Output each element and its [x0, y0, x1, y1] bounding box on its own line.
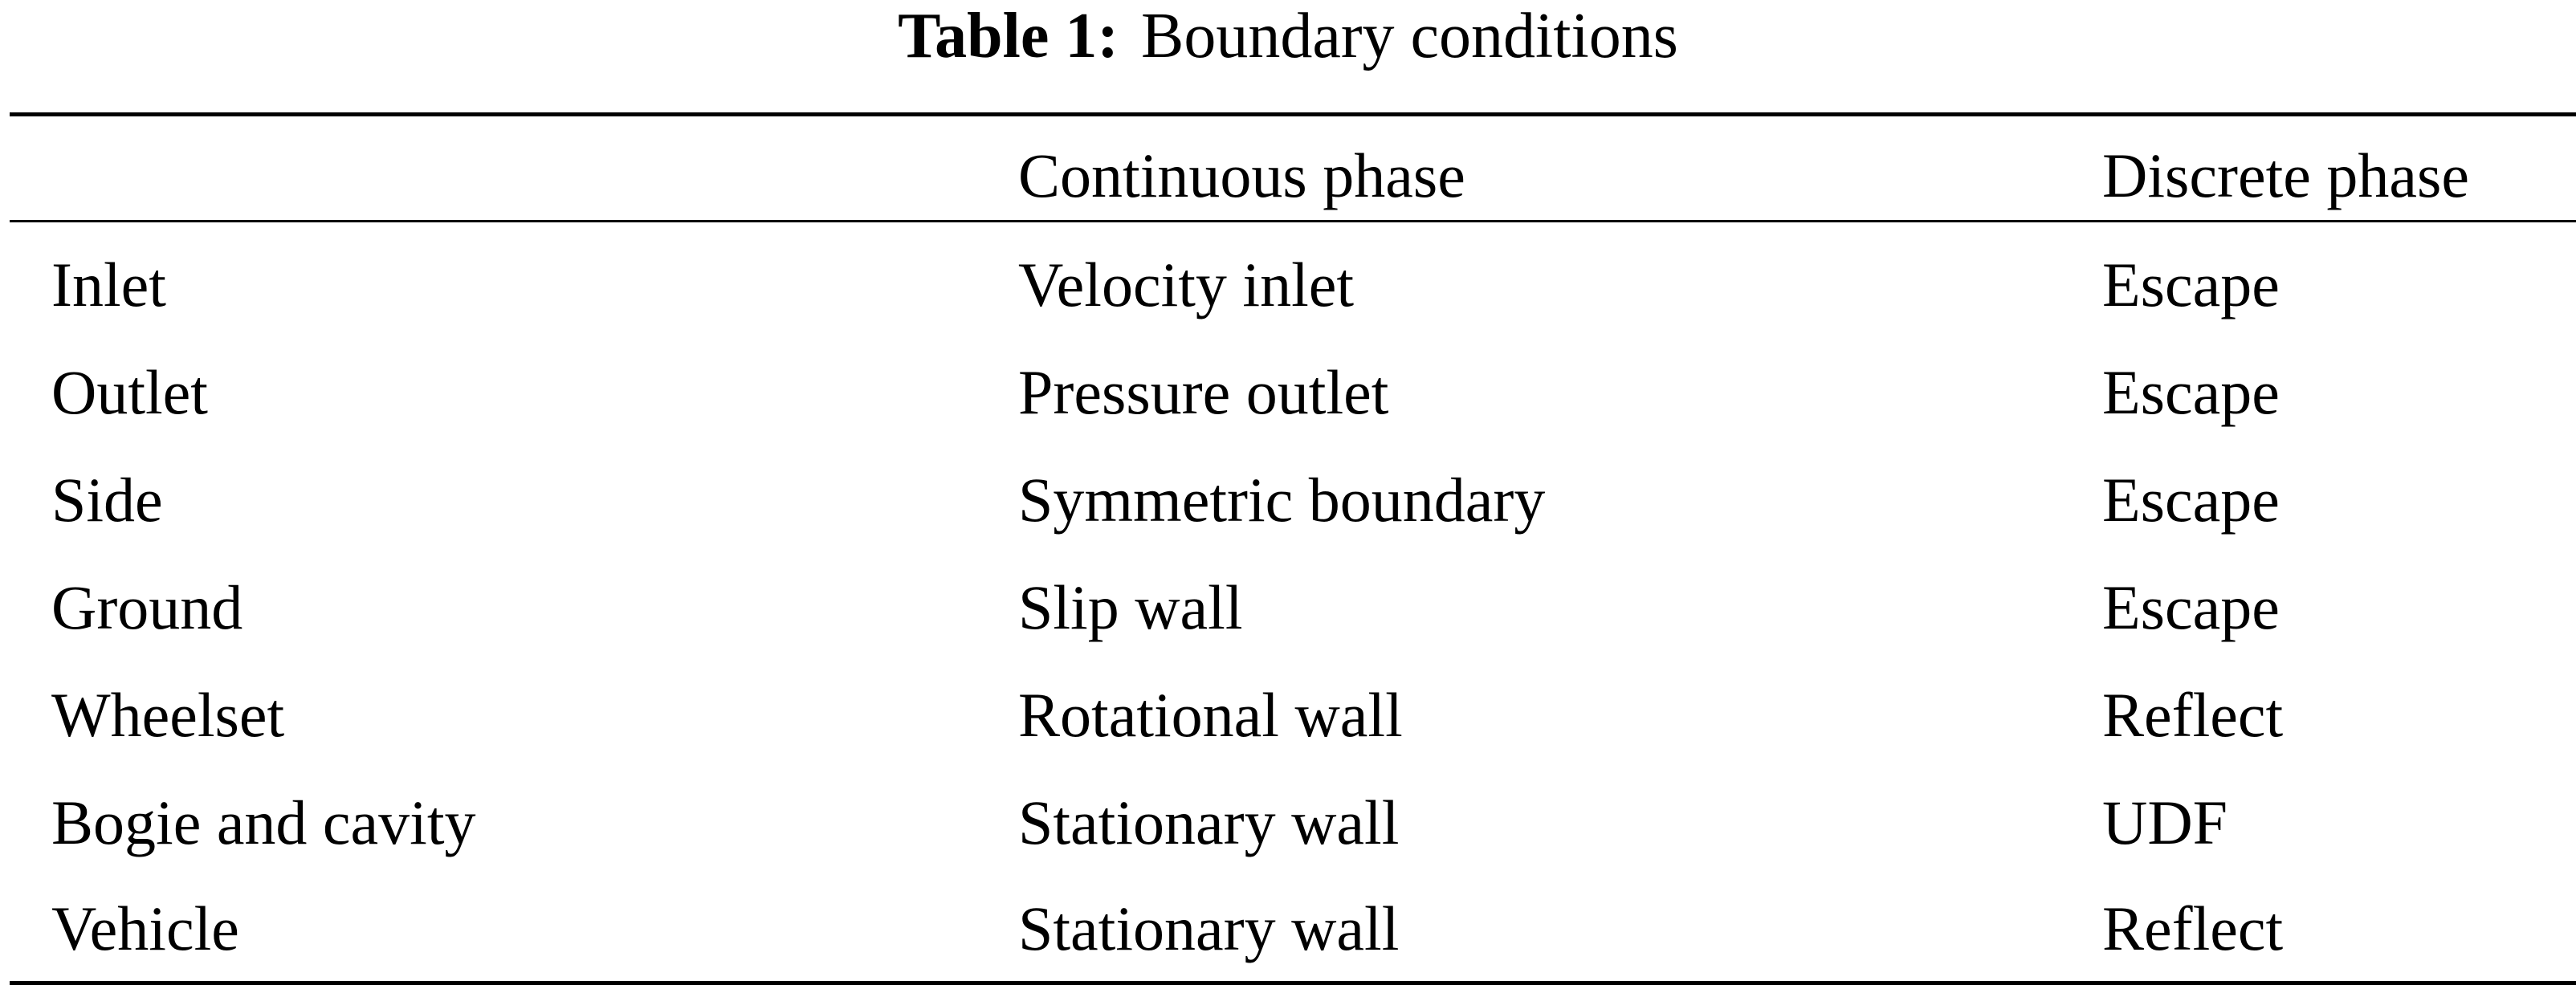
table-cell-discrete: Reflect [2102, 893, 2284, 963]
table-top-rule [10, 112, 2576, 116]
table-bottom-rule [10, 981, 2576, 985]
table-cell-discrete: UDF [2102, 788, 2228, 857]
table-cell-continuous: Velocity inlet [1018, 250, 1355, 319]
table-cell-continuous: Slip wall [1018, 572, 1243, 642]
table-cell-boundary: Bogie and cavity [51, 788, 476, 857]
table-cell-boundary: Vehicle [51, 893, 239, 963]
table-cell-discrete: Escape [2102, 465, 2280, 535]
table-caption-text: Boundary conditions [1141, 1, 1678, 71]
table-cell-discrete: Reflect [2102, 680, 2284, 750]
table-row: Ground Slip wall Escape [0, 556, 2576, 660]
table-caption-label: Table 1: [898, 1, 1119, 71]
table-row: Wheelset Rotational wall Reflect [0, 663, 2576, 767]
table-cell-continuous: Stationary wall [1018, 893, 1400, 963]
table-cell-continuous: Rotational wall [1018, 680, 1403, 750]
table-cell-boundary: Wheelset [51, 680, 285, 750]
table-cell-discrete: Escape [2102, 357, 2280, 427]
table-row: Side Symmetric boundary Escape [0, 448, 2576, 552]
table-header-row: Continuous phase Discrete phase [0, 124, 2576, 228]
table-row: Vehicle Stationary wall Reflect [0, 877, 2576, 981]
table-row: Inlet Velocity inlet Escape [0, 233, 2576, 337]
table-row: Bogie and cavity Stationary wall UDF [0, 771, 2576, 875]
table-cell-boundary: Outlet [51, 357, 208, 427]
table-cell-continuous: Stationary wall [1018, 788, 1400, 857]
table-cell-boundary: Inlet [51, 250, 166, 319]
table-cell-discrete: Escape [2102, 572, 2280, 642]
table-cell-discrete: Escape [2102, 250, 2280, 319]
header-cell-discrete-phase: Discrete phase [2102, 140, 2469, 210]
table-row: Outlet Pressure outlet Escape [0, 340, 2576, 445]
table-cell-boundary: Ground [51, 572, 243, 642]
table-cell-continuous: Pressure outlet [1018, 357, 1389, 427]
header-cell-continuous-phase: Continuous phase [1018, 140, 1465, 210]
table-caption: Table 1: Boundary conditions [0, 0, 2576, 80]
table-cell-continuous: Symmetric boundary [1018, 465, 1546, 535]
table-cell-boundary: Side [51, 465, 163, 535]
table-header-rule [10, 220, 2576, 222]
